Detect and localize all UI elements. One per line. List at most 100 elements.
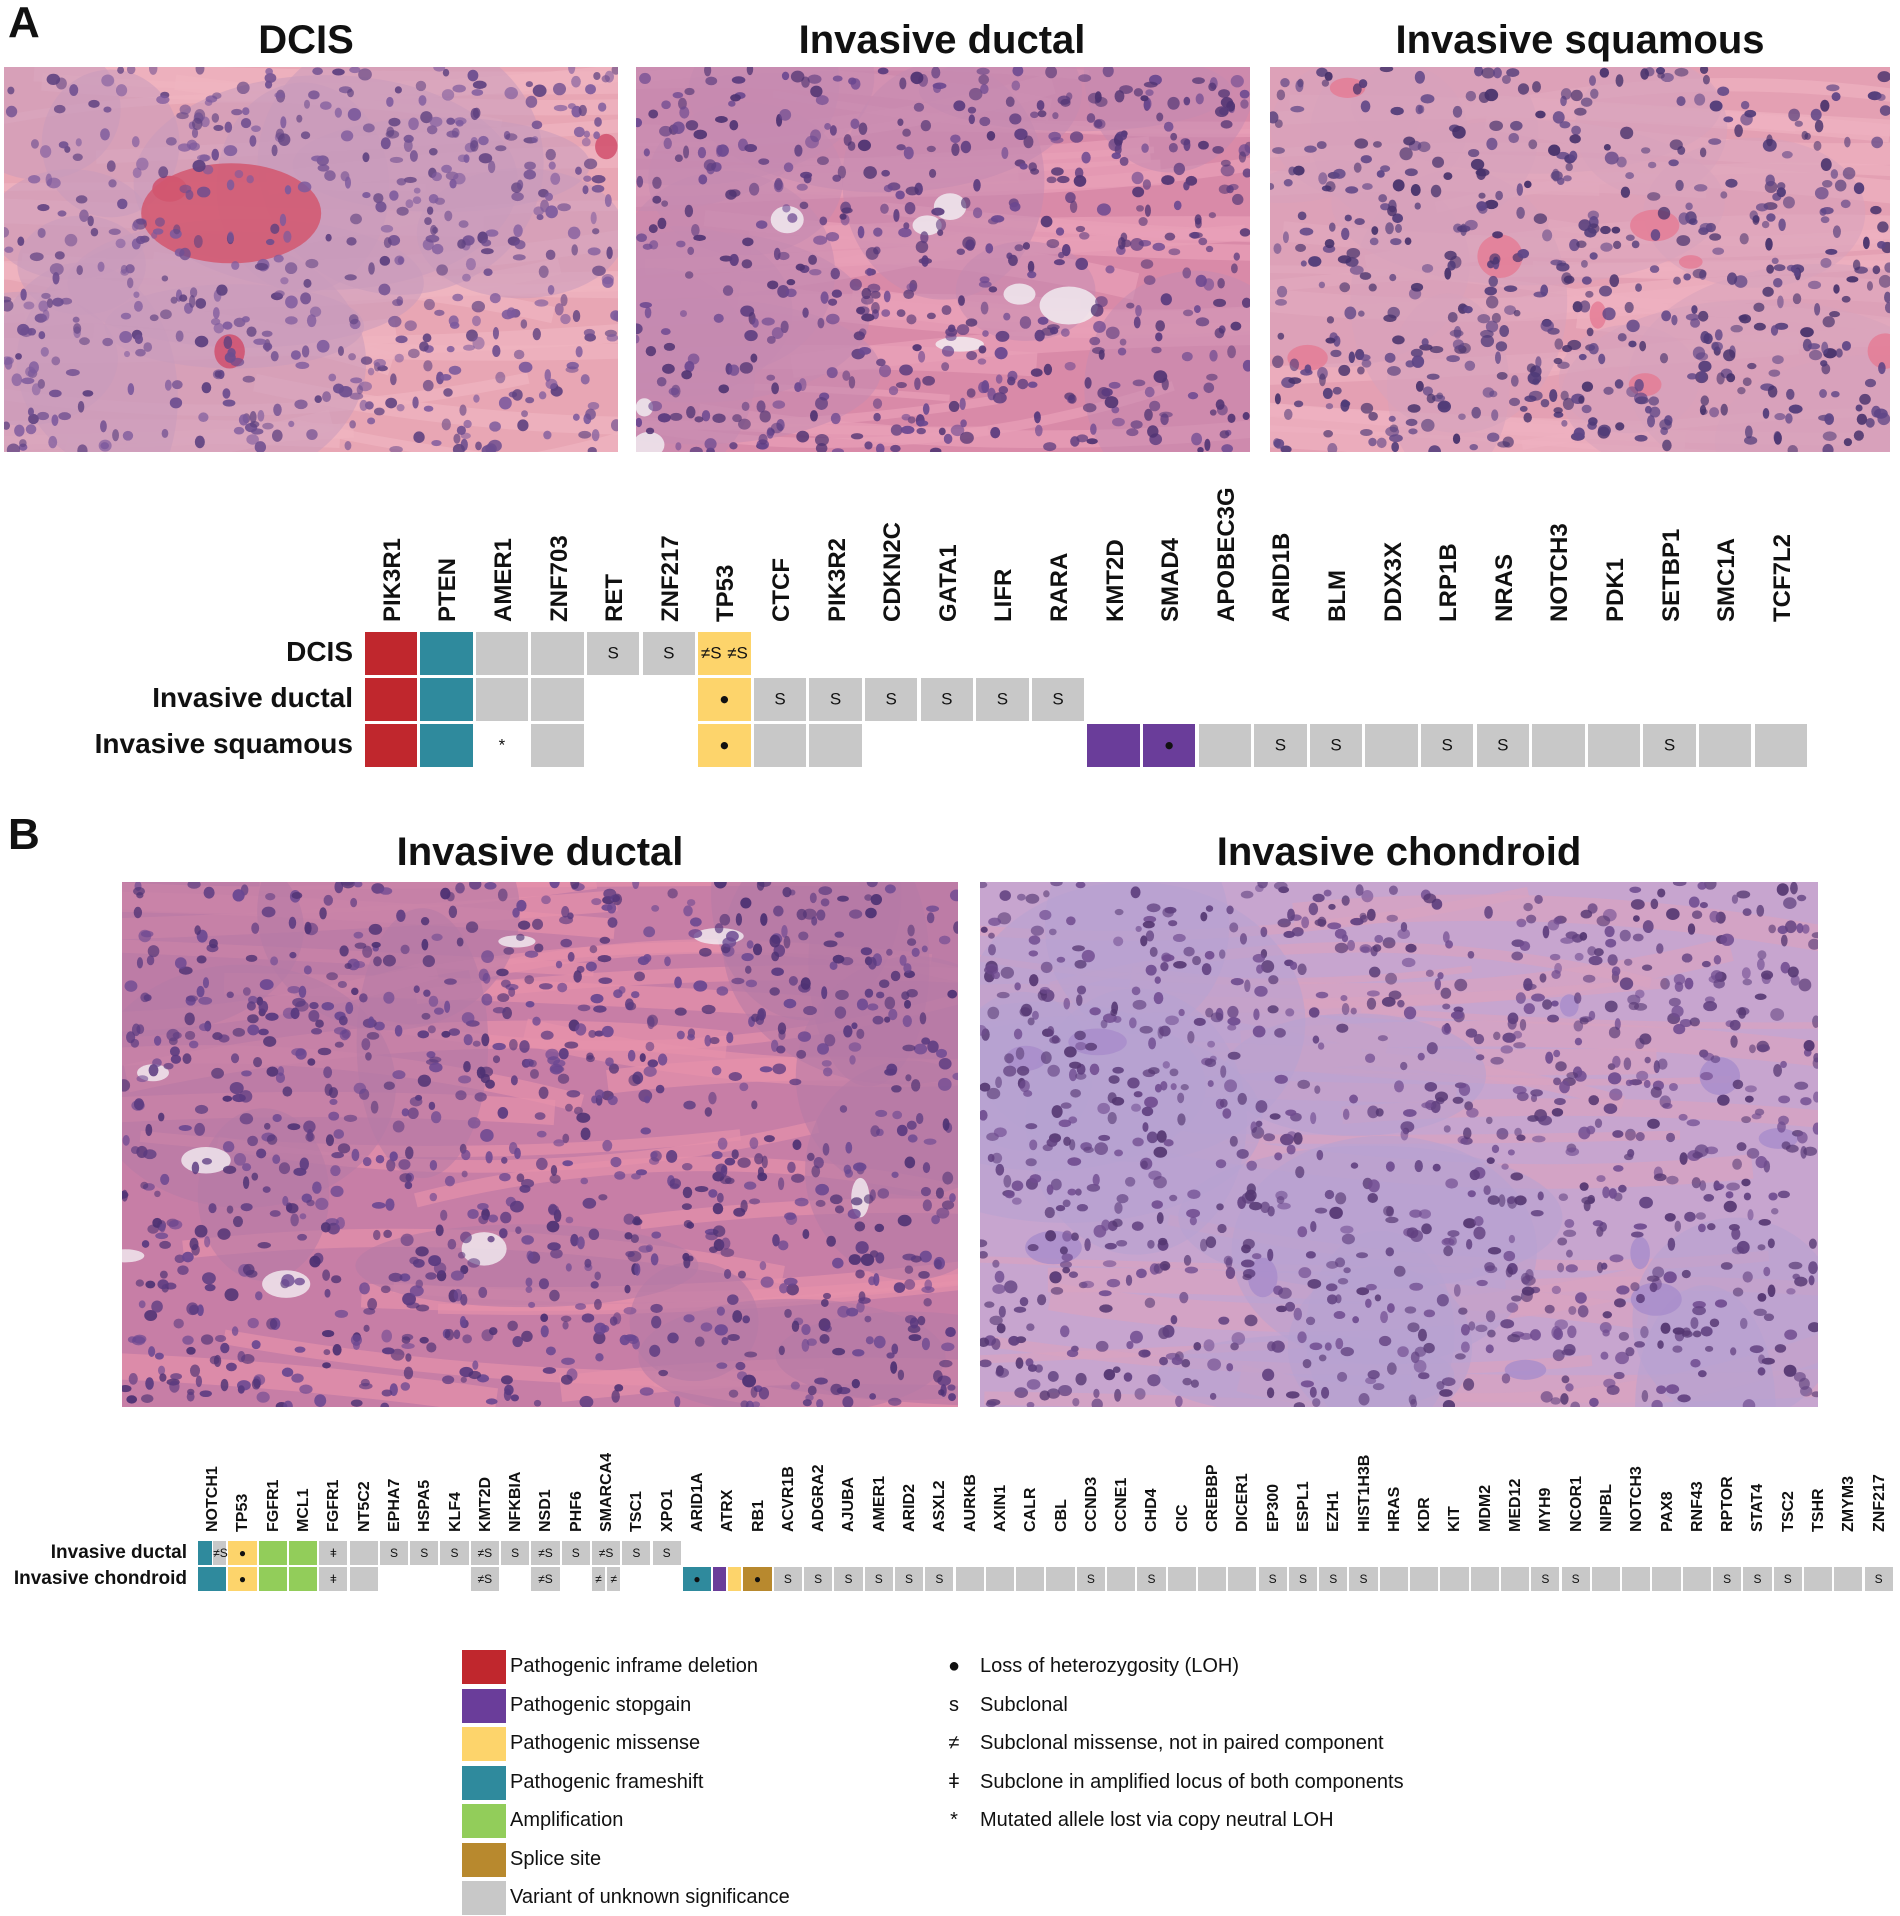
- gene-header: KMT2D: [1101, 539, 1129, 622]
- mutation-cell: [1410, 1567, 1439, 1591]
- mutation-cell: [258, 1567, 287, 1591]
- gene-header: SMARCA4: [598, 1452, 616, 1532]
- mutation-cell: S: [1476, 723, 1530, 767]
- mutation-cell: ●: [698, 677, 751, 721]
- mutation-cell: ●: [1142, 723, 1196, 767]
- mutation-symbol: S: [905, 1572, 914, 1586]
- gene-header: KIT: [1446, 1506, 1464, 1532]
- legend-symbol-label: Subclonal: [980, 1693, 1068, 1716]
- mutation-cell: [1803, 1567, 1833, 1591]
- gene-header: AXIN1: [991, 1484, 1009, 1532]
- mutation-symbol: S: [1329, 1572, 1338, 1586]
- gene-header: EZH1: [1325, 1491, 1343, 1532]
- mutation-cell: ≠: [607, 1567, 621, 1591]
- histology-image-invasive-squamous: [1270, 67, 1890, 452]
- mutation-symbol: ≠S: [477, 1572, 493, 1586]
- legend-symbol: *: [950, 1809, 958, 1831]
- mutation-symbol: S: [450, 1546, 459, 1560]
- gene-header: NIPBL: [1597, 1484, 1615, 1532]
- mutation-cell: ●: [228, 1567, 257, 1591]
- mutation-cell: S: [804, 1567, 833, 1591]
- mutation-cell: S: [1420, 723, 1474, 767]
- mutation-cell: [1470, 1567, 1499, 1591]
- mutation-cell: ●: [698, 723, 751, 767]
- mutation-cell: [1198, 723, 1252, 767]
- mutation-symbol: S: [1663, 735, 1676, 755]
- mutation-cell: S: [1349, 1567, 1378, 1591]
- mutation-symbol: S: [1441, 735, 1453, 755]
- gene-header: LRP1B: [1435, 543, 1463, 622]
- gene-header: KDR: [1416, 1497, 1434, 1532]
- gene-header: PAX8: [1658, 1491, 1676, 1532]
- gene-header: ARID2: [901, 1483, 919, 1532]
- mutation-symbol: ǂ: [329, 1546, 337, 1560]
- mutation-symbol: S: [1268, 1572, 1277, 1586]
- gene-header: MCL1: [295, 1488, 313, 1532]
- gene-header: TSC1: [628, 1491, 646, 1532]
- gene-header: PDK1: [1602, 557, 1629, 622]
- row-label: Invasive chondroid: [13, 1567, 187, 1589]
- gene-header: EPHA7: [385, 1478, 403, 1532]
- mutation-cell: ≠S: [531, 1567, 560, 1591]
- mutation-symbol: *: [498, 735, 506, 755]
- mutation-cell: S: [642, 631, 696, 675]
- histology-image-dcis: [4, 67, 618, 452]
- mutation-symbol: ≠S: [538, 1546, 553, 1560]
- mutation-cell: S: [379, 1541, 409, 1565]
- mutation-symbol: ≠S: [700, 643, 722, 663]
- legend-label: Pathogenic missense: [510, 1732, 701, 1754]
- gene-header: HSPA5: [416, 1479, 434, 1532]
- mutation-cell: S: [753, 677, 807, 721]
- mutation-cell: ≠: [591, 1567, 606, 1591]
- mutation-symbol: ●: [693, 1572, 701, 1586]
- mutation-cell: [475, 631, 529, 675]
- panel-a-title-3: Invasive squamous: [1395, 18, 1765, 62]
- legend-symbol-label: Subclonal missense, not in paired compon…: [980, 1732, 1384, 1754]
- mutation-cell: S: [1713, 1567, 1742, 1591]
- mutation-symbol: ≠: [595, 1572, 602, 1586]
- mutation-cell: [349, 1541, 378, 1565]
- mutation-cell: [1087, 723, 1140, 767]
- mutation-cell: S: [1258, 1567, 1287, 1591]
- mutation-cell: [288, 1541, 318, 1565]
- gene-header: CBL: [1052, 1499, 1070, 1532]
- gene-header: KMT2D: [476, 1476, 494, 1532]
- gene-header: XPO1: [658, 1489, 676, 1532]
- mutation-cell: [1591, 1567, 1621, 1591]
- legend-symbol: s: [949, 1693, 959, 1716]
- mutation-cell: S: [976, 677, 1029, 721]
- gene-header: NOTCH3: [1546, 523, 1574, 622]
- mutation-cell: S: [1531, 1567, 1560, 1591]
- gene-header: NSD1: [537, 1489, 555, 1532]
- gene-header: AJUBA: [840, 1476, 858, 1532]
- gene-header: HRAS: [1385, 1486, 1403, 1532]
- mutation-cell: S: [622, 1541, 651, 1565]
- legend-symbol-label: Loss of heterozygosity (LOH): [980, 1655, 1239, 1677]
- legend-label: Pathogenic frameshift: [510, 1770, 704, 1793]
- gene-header: DDX3X: [1379, 541, 1407, 622]
- mutation-cell: [1107, 1567, 1136, 1591]
- row-label: Invasive ductal: [50, 1541, 187, 1563]
- gene-header: NFKBIA: [507, 1471, 525, 1532]
- gene-header: FGFR1: [325, 1479, 343, 1532]
- mutation-symbol: S: [829, 689, 842, 709]
- gene-header: CDKN2C: [879, 521, 907, 622]
- gene-header: TSHR: [1810, 1488, 1828, 1532]
- gene-header: AMER1: [870, 1475, 888, 1532]
- gene-header: NOTCH1: [204, 1466, 222, 1532]
- gene-header: DICER1: [1234, 1473, 1252, 1532]
- mutation-symbol: S: [1753, 1572, 1762, 1586]
- mutation-symbol: S: [783, 1572, 792, 1586]
- gene-header: TP53: [712, 564, 740, 622]
- legend-symbol: ǂ: [948, 1770, 960, 1793]
- mutation-symbol: S: [941, 689, 953, 709]
- mutation-cell: [1652, 1567, 1681, 1591]
- gene-header: ZNF703: [545, 535, 573, 622]
- mutation-symbol: S: [814, 1572, 823, 1586]
- gene-header: ZMYM3: [1840, 1476, 1858, 1532]
- gene-header: NT5C2: [355, 1481, 373, 1532]
- gene-header: MED12: [1507, 1478, 1525, 1532]
- mutation-cell: S: [1076, 1567, 1105, 1591]
- mutation-cell: [1587, 723, 1641, 767]
- mutation-symbol: ≠: [610, 1572, 617, 1586]
